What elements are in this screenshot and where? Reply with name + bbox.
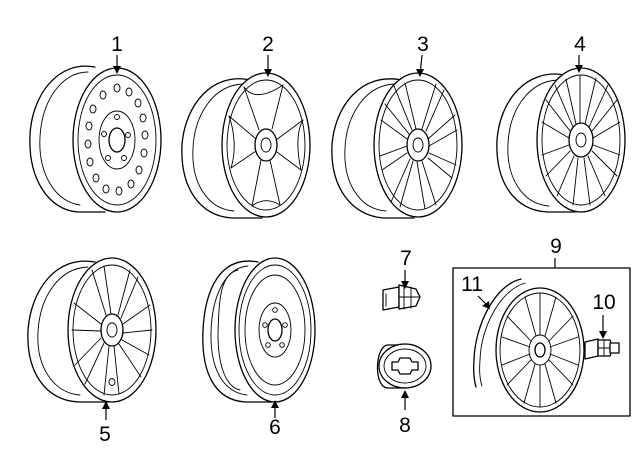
cover-nut bbox=[584, 338, 620, 360]
callout-11: 11 bbox=[461, 273, 483, 296]
callout-4: 4 bbox=[574, 33, 586, 56]
callout-1: 1 bbox=[111, 33, 123, 56]
callout-5: 5 bbox=[99, 423, 111, 446]
center-cap bbox=[376, 343, 432, 389]
callout-2: 2 bbox=[262, 33, 274, 56]
callout-6: 6 bbox=[269, 416, 281, 439]
lug-nut bbox=[382, 284, 421, 311]
callout-8: 8 bbox=[399, 414, 411, 437]
alloy-wheel-5-twin-spoke bbox=[27, 257, 157, 403]
steel-wheel bbox=[29, 65, 162, 213]
alloy-wheel-5-spoke bbox=[181, 72, 311, 219]
spare-wheel bbox=[202, 257, 316, 403]
callout-9: 9 bbox=[550, 235, 562, 258]
cover-trim-strip bbox=[472, 278, 526, 388]
leader-lines bbox=[102, 54, 607, 420]
alloy-wheel-5-split-spoke bbox=[331, 72, 463, 219]
alloy-wheel-10-spoke bbox=[496, 67, 626, 213]
callout-3: 3 bbox=[417, 33, 429, 56]
callout-10: 10 bbox=[592, 291, 615, 314]
callout-7: 7 bbox=[400, 247, 412, 270]
wheel-cover bbox=[452, 267, 631, 417]
